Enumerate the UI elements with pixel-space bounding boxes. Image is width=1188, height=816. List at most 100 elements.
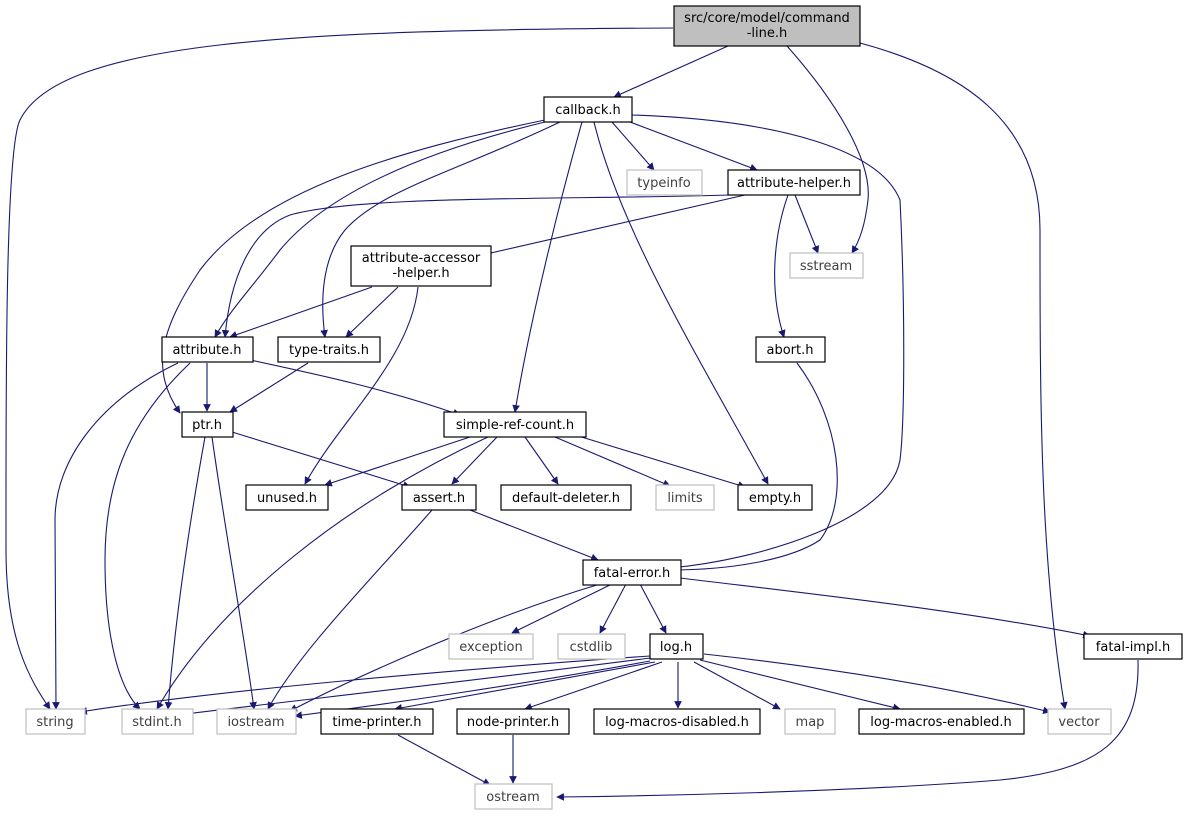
node-label: -line.h: [747, 26, 788, 41]
edge-type-traits-to-ptr: [229, 362, 309, 413]
edge-time-printer-to-ostream: [397, 734, 491, 786]
edge-attribute-helper-to-attribute-accessor-helper: [481, 194, 746, 258]
edge-attribute-accessor-helper-to-attribute: [229, 286, 373, 339]
node-log-macros-enabled-h[interactable]: log-macros-enabled.h: [858, 708, 1025, 735]
node-label: empty.h: [749, 491, 801, 506]
node-label: log.h: [660, 640, 692, 655]
node-sstream[interactable]: sstream: [789, 252, 864, 279]
edge-callback-to-fatal-error: [631, 114, 905, 572]
node-label: unused.h: [257, 491, 317, 506]
edge-fatal-impl-to-ostream: [556, 659, 1139, 801]
node-simple-ref-count-h[interactable]: simple-ref-count.h: [443, 411, 587, 438]
node-ptr-h[interactable]: ptr.h: [181, 411, 234, 438]
node-label: attribute.h: [172, 343, 241, 358]
node-ostream[interactable]: ostream: [474, 783, 553, 810]
edge-attribute-to-stdint: [104, 362, 191, 710]
node-log-macros-disabled-h[interactable]: log-macros-disabled.h: [593, 708, 761, 735]
node-empty-h[interactable]: empty.h: [737, 484, 813, 511]
node-cstdlib[interactable]: cstdlib: [557, 633, 626, 660]
node-time-printer-h[interactable]: time-printer.h: [320, 708, 434, 735]
edge-log-to-stdint: [184, 657, 651, 717]
node-label: vector: [1058, 715, 1100, 730]
node-label: fatal-impl.h: [1096, 640, 1170, 655]
node-unused-h[interactable]: unused.h: [245, 484, 329, 511]
node-log-h[interactable]: log.h: [649, 633, 704, 660]
node-assert-h[interactable]: assert.h: [401, 484, 477, 511]
node-fatal-impl-h[interactable]: fatal-impl.h: [1083, 633, 1183, 660]
node-label: type-traits.h: [289, 343, 369, 358]
edge-callback-to-simple-ref-count: [512, 121, 583, 413]
edge-callback-to-attribute: [214, 121, 546, 338]
edge-command-line-to-vector: [859, 42, 1068, 710]
dependency-edges: [5, 27, 1139, 801]
node-label: ptr.h: [192, 418, 222, 433]
edge-attribute-helper-to-abort: [774, 194, 789, 338]
edge-callback-to-type-traits: [320, 121, 561, 338]
edge-callback-to-typeinfo: [611, 121, 655, 171]
node-label: log-macros-disabled.h: [605, 715, 749, 730]
edge-callback-to-attribute-helper: [629, 121, 758, 172]
node-label: abort.h: [767, 343, 814, 358]
node-label: limits: [667, 491, 703, 506]
edge-fatal-error-to-iostream: [289, 583, 601, 712]
node-limits[interactable]: limits: [655, 484, 715, 511]
node-exception[interactable]: exception: [448, 633, 534, 660]
edge-log-to-string: [79, 655, 651, 715]
node-label: iostream: [227, 715, 284, 730]
edge-ptr-to-stdint: [164, 436, 206, 710]
node-abort-h[interactable]: abort.h: [755, 336, 826, 363]
node-label: callback.h: [555, 103, 621, 118]
node-vector[interactable]: vector: [1047, 708, 1112, 735]
node-label: ostream: [486, 790, 540, 805]
edge-attribute-accessor-helper-to-unused: [304, 286, 419, 485]
node-stdint-h[interactable]: stdint.h: [121, 708, 194, 735]
edge-simple-ref-count-to-assert: [451, 436, 498, 485]
node-callback-h[interactable]: callback.h: [543, 96, 633, 123]
node-label: src/core/model/command: [684, 11, 850, 26]
edge-abort-to-fatal-error: [669, 362, 838, 574]
edge-fatal-error-to-fatal-impl: [679, 577, 1091, 639]
node-label: simple-ref-count.h: [456, 418, 574, 433]
edge-attribute-accessor-helper-to-type-traits: [345, 286, 399, 338]
edge-simple-ref-count-to-unused: [324, 436, 471, 487]
edge-fatal-error-to-exception: [511, 583, 613, 634]
edge-log-to-node-printer: [524, 661, 663, 711]
edge-log-to-vector: [703, 653, 1051, 715]
node-attribute-h[interactable]: attribute.h: [161, 336, 254, 363]
node-typeinfo[interactable]: typeinfo: [626, 169, 703, 196]
node-iostream[interactable]: iostream: [216, 708, 297, 735]
node-label: exception: [459, 640, 523, 655]
node-label: typeinfo: [637, 176, 690, 191]
node-type-traits-h[interactable]: type-traits.h: [277, 336, 381, 363]
edge-log-to-log-macros-enabled: [699, 659, 901, 712]
edge-fatal-error-to-log: [639, 583, 667, 634]
edge-attribute-helper-to-sstream: [794, 194, 820, 254]
file-nodes: src/core/model/command -line.h callback.…: [25, 5, 1183, 810]
node-string[interactable]: string: [25, 708, 86, 735]
node-label: assert.h: [413, 491, 465, 506]
node-command-line-h[interactable]: src/core/model/command -line.h: [673, 5, 861, 47]
node-label: attribute-accessor: [362, 251, 481, 266]
node-label: log-macros-enabled.h: [870, 715, 1011, 730]
edge-ptr-to-iostream: [211, 436, 257, 710]
node-attribute-accessor-helper-h[interactable]: attribute-accessor -helper.h: [350, 245, 492, 287]
edge-log-to-time-printer: [394, 661, 656, 712]
node-label: sstream: [800, 259, 852, 274]
node-label: cstdlib: [570, 640, 613, 655]
node-attribute-helper-h[interactable]: attribute-helper.h: [727, 169, 861, 196]
edge-simple-ref-count-to-default-deleter: [524, 436, 559, 485]
node-default-deleter-h[interactable]: default-deleter.h: [500, 484, 632, 511]
node-label: default-deleter.h: [512, 491, 620, 506]
edge-ptr-to-assert: [231, 431, 411, 489]
node-label: stdint.h: [132, 715, 181, 730]
node-label: time-printer.h: [332, 715, 421, 730]
edge-command-line-to-callback: [613, 45, 729, 98]
edge-callback-to-empty: [593, 121, 769, 485]
node-node-printer-h[interactable]: node-printer.h: [456, 708, 570, 735]
edge-assert-to-fatal-error: [469, 509, 599, 562]
node-fatal-error-h[interactable]: fatal-error.h: [582, 559, 682, 586]
edge-simple-ref-count-to-empty: [574, 434, 746, 489]
node-map[interactable]: map: [784, 708, 836, 735]
node-label: string: [36, 715, 73, 730]
